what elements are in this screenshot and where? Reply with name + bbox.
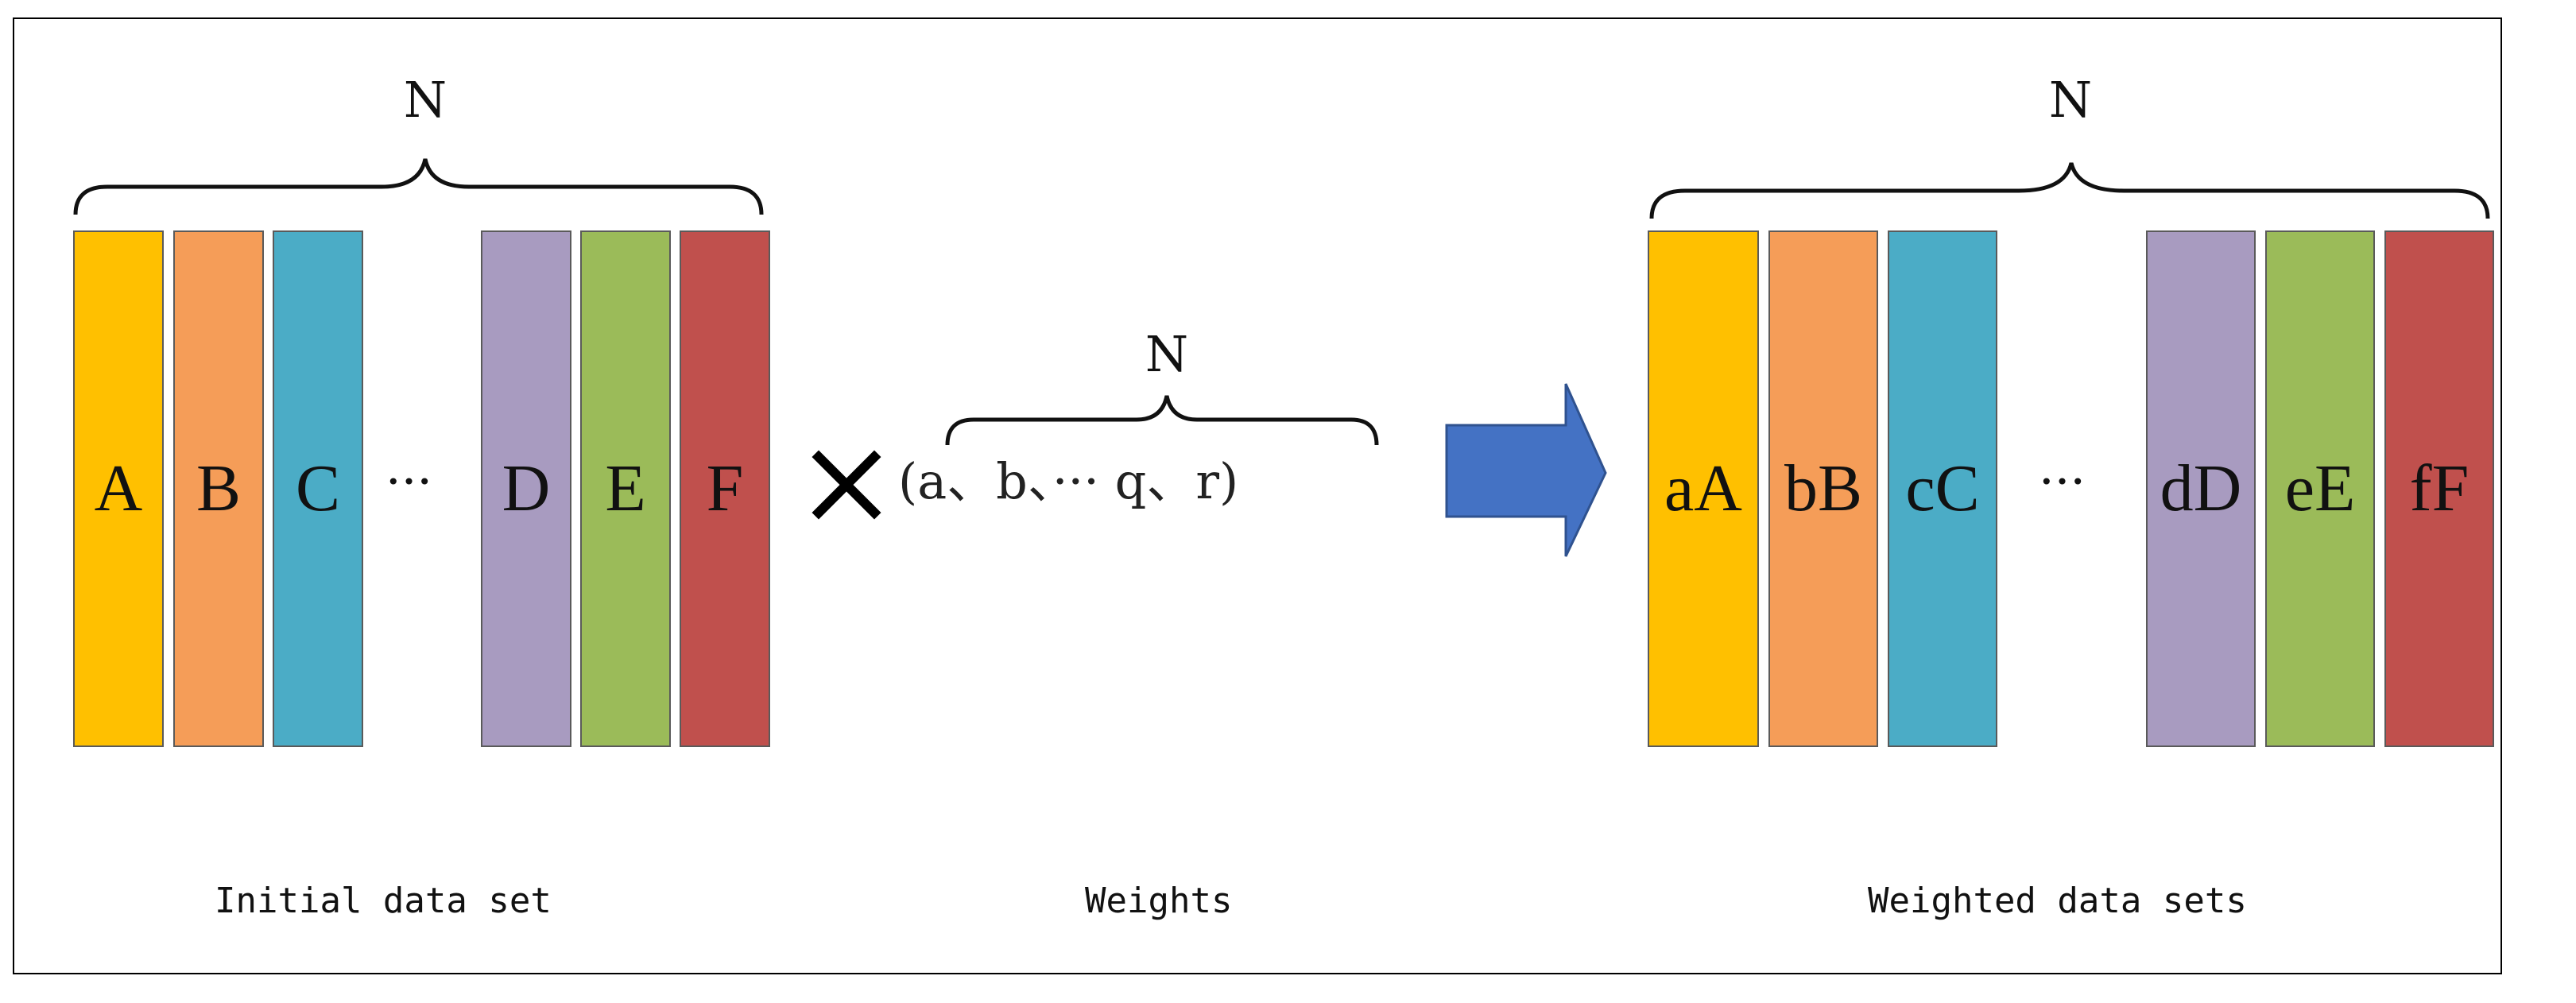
weighted-ellipsis: ··· — [2039, 452, 2086, 510]
weighted-column-bb: bB — [1768, 230, 1878, 747]
weighted-column-ee: eE — [2265, 230, 2375, 747]
column-label: F — [706, 451, 744, 525]
column-label: D — [502, 451, 551, 525]
weighted-column-dd: dD — [2146, 230, 2256, 747]
multiply-icon — [812, 450, 881, 520]
initial-column-d: D — [481, 230, 571, 747]
column-label: E — [605, 451, 646, 525]
column-label: dD — [2160, 451, 2242, 525]
weighted-column-cc: cC — [1888, 230, 1997, 747]
weights-brace — [945, 395, 1379, 446]
weights-n-label: N — [1145, 325, 1189, 383]
column-label: aA — [1664, 451, 1742, 525]
right-brace — [1649, 162, 2490, 219]
column-label: B — [196, 451, 242, 525]
initial-ellipsis: ··· — [385, 452, 433, 510]
left-brace — [73, 158, 764, 215]
weights-expression: (a、b、··· q、r) — [898, 452, 1239, 510]
initial-n-label: N — [403, 71, 447, 129]
initial-column-e: E — [580, 230, 671, 747]
weights-caption: Weights — [1085, 881, 1233, 921]
column-label: C — [295, 451, 341, 525]
initial-column-a: A — [73, 230, 164, 747]
initial-column-b: B — [173, 230, 264, 747]
column-label: bB — [1784, 451, 1863, 525]
column-label: eE — [2284, 451, 2356, 525]
column-label: fF — [2409, 451, 2469, 525]
weighted-column-aa: aA — [1648, 230, 1759, 747]
initial-column-c: C — [273, 230, 363, 747]
column-label: A — [94, 451, 143, 525]
column-label: cC — [1905, 451, 1980, 525]
initial-caption: Initial data set — [215, 881, 552, 921]
initial-column-f: F — [680, 230, 770, 747]
weighted-n-label: N — [2048, 71, 2093, 129]
right-arrow-icon — [1445, 383, 1607, 557]
weighted-caption: Weighted data sets — [1868, 881, 2247, 921]
diagram-frame — [13, 17, 2502, 974]
weighted-column-ff: fF — [2384, 230, 2494, 747]
